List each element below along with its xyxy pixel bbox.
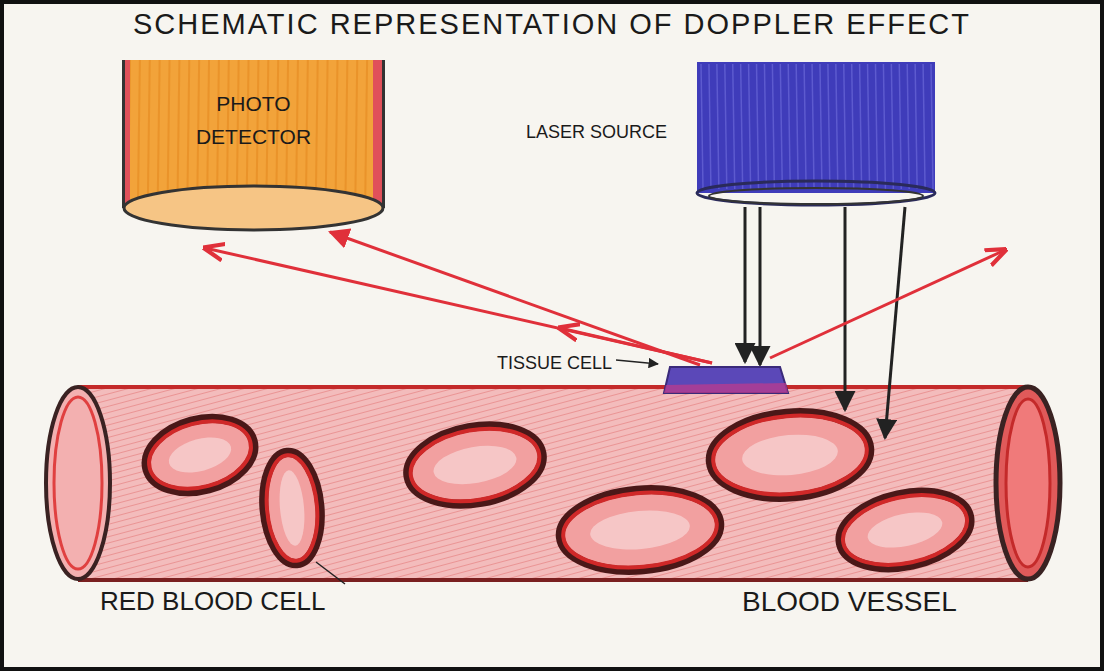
photo-detector: PHOTO DETECTOR [122, 60, 385, 232]
laser-source: LASER SOURCE [695, 62, 937, 207]
part-label: BLOOD VESSEL [742, 586, 957, 618]
node-label: PHOTO DETECTOR [169, 88, 339, 153]
diagram-title: SCHEMATIC REPRESENTATION OF DOPPLER EFFE… [0, 8, 1104, 41]
red-blood-cells [138, 406, 977, 579]
laser-shape [695, 62, 937, 207]
reflected-ray [330, 232, 700, 365]
node-label: LASER SOURCE [526, 122, 667, 143]
blood-vessel [46, 387, 1060, 580]
scattered-rays [205, 248, 1005, 363]
node-label: TISSUE CELL [497, 353, 612, 374]
laser-beam [759, 207, 762, 365]
part-label: RED BLOOD CELL [100, 586, 325, 617]
tissue-cell: TISSUE CELL [662, 365, 790, 395]
leader-lines [316, 360, 658, 584]
laser-beams [745, 207, 905, 438]
tissue-shape [662, 365, 790, 395]
